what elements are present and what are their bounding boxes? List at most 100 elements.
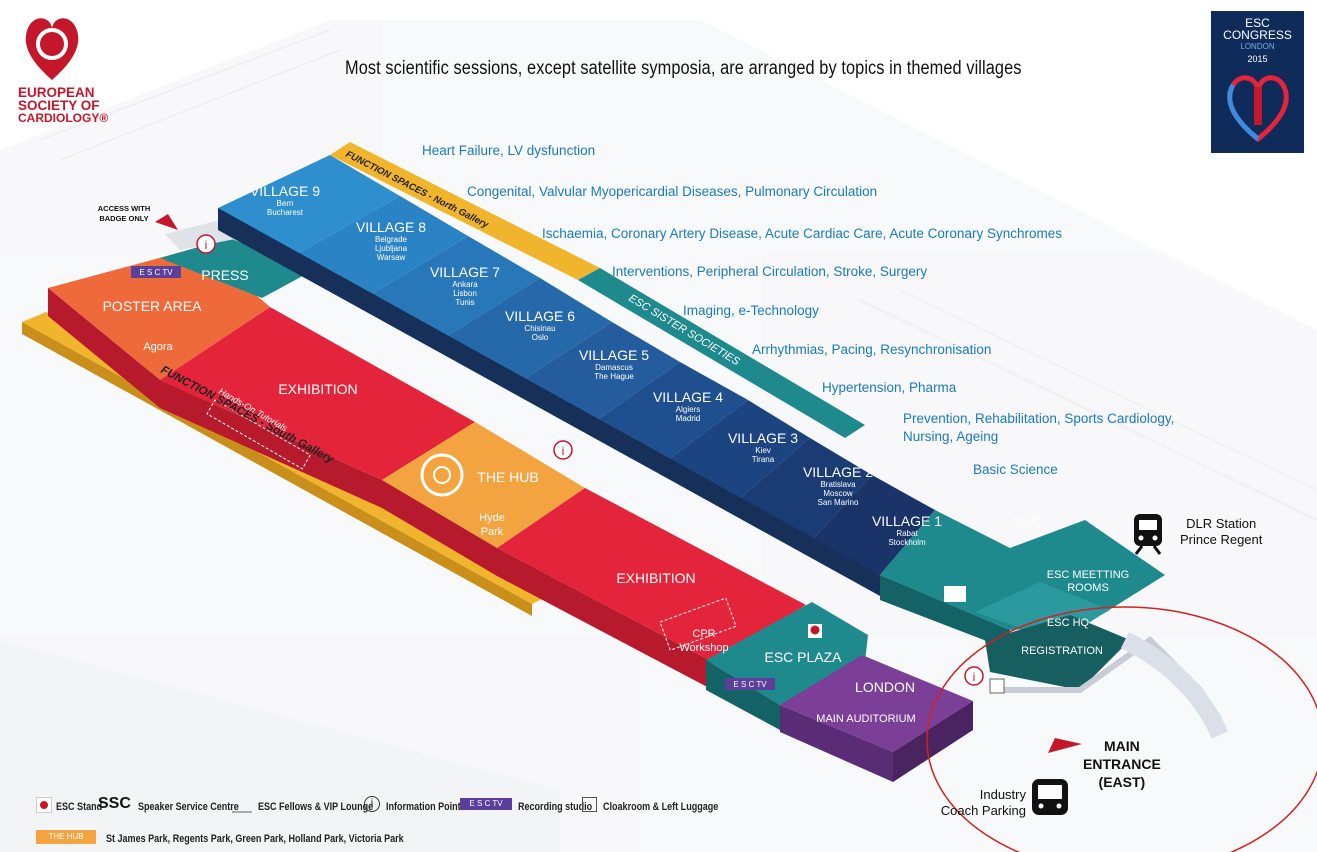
topic-9: Nursing, Ageing [903,429,999,444]
topic-10: Basic Science [973,462,1058,477]
village-city: Ljubljana [374,244,408,253]
svg-text:E S C TV: E S C TV [733,680,767,689]
esc-tv-icon: E S C TV [725,678,775,690]
congress-badge: ESC CONGRESS LONDON 2015 [1211,11,1304,153]
village-name: VILLAGE 5 [578,347,650,363]
legend-hub-badge: THE HUB [36,830,96,844]
bus-icon [1032,779,1068,815]
cloakroom-icon [989,678,1005,694]
exhibition-2-block[interactable] [497,488,806,662]
badge-line-4: 2015 [1247,54,1268,64]
legend-esc-stand-icon [36,797,52,813]
esc-logo-text: EUROPEAN SOCIETY OF CARDIOLOGY® [18,86,108,125]
agora-label: Agora [143,341,173,353]
cpr-label: CPR [692,628,715,640]
exhibition-2-label: EXHIBITION [616,570,695,586]
topic-4: Interventions, Peripheral Circulation, S… [612,264,928,279]
main-auditorium-label: MAIN AUDITORIUM [816,713,915,725]
village-8-label: VILLAGE 8 Belgrade Ljubljana Warsaw [346,219,436,262]
village-1-label: VILLAGE 1 Rabat Stockholm [862,513,952,547]
village-city: Warsaw [376,253,406,262]
press-block[interactable] [160,238,310,298]
badge-line-3: LONDON [1240,42,1275,51]
village-2-label: VILLAGE 2 Bratislava Moscow San Marino [793,464,883,507]
village-name: VILLAGE 8 [355,219,427,235]
legend-ssc-text: Speaker Service Centre [138,801,239,813]
park-label: Park [481,526,504,538]
village-city: Chisinau [524,324,556,333]
info-point-icon[interactable]: i [196,234,216,254]
village-city: Bern [276,199,294,208]
access-arrow-icon [155,214,178,230]
info-point-icon[interactable]: i [964,666,984,686]
village-city: Ankara [452,280,478,289]
village-9-block[interactable] [218,155,400,258]
village-city: The Hague [594,372,634,381]
poster-area-block[interactable] [48,247,270,380]
fellows-lounge-icon [944,586,966,602]
badge-line-2: CONGRESS [1223,28,1292,42]
village-4-label: VILLAGE 4 Algiers Madrid [643,389,733,423]
legend-info-icon: i [364,796,380,812]
industry-line-1: Industry [979,787,1026,802]
village-city: Bucharest [266,208,304,217]
village-7-label: VILLAGE 7 Ankara Lisbon Tunis [420,264,510,307]
esc-heart-logo-icon [25,18,79,80]
badge-line-1: ESC [1245,16,1270,30]
legend-hub-parks: St James Park, Regents Park, Green Park,… [106,833,404,845]
main-entrance-label: MAIN ENTRANCE (EAST) [1083,737,1161,791]
ssc-label: SSC [1013,513,1042,529]
big-ben-heart-icon [1226,75,1289,143]
london-block[interactable] [780,655,973,752]
info-point-icon[interactable]: i [553,440,573,460]
village-name: VILLAGE 9 [249,183,321,199]
press-label: PRESS [201,267,248,283]
london-label: LONDON [855,679,915,695]
village-2-block[interactable] [738,438,872,540]
topic-1: Heart Failure, LV dysfunction [422,143,596,158]
svg-text:i: i [562,444,565,458]
village-city: Damascus [595,363,633,372]
exhibition-1-label: EXHIBITION [278,381,357,397]
industry-line-2: Coach Parking [940,803,1026,818]
village-name: VILLAGE 7 [429,264,501,280]
logo-line-3: CARDIOLOGY® [18,111,109,125]
hub-icon [420,453,464,497]
the-hub-block[interactable] [382,422,585,548]
village-name: VILLAGE 4 [652,389,724,405]
legend-info-point: Information Point [386,801,461,813]
topic-2: Congenital, Valvular Myopericardial Dise… [467,184,878,199]
village-name: VILLAGE 1 [871,513,943,529]
north-gallery-strip[interactable] [330,142,600,280]
topic-8: Prevention, Rehabilitation, Sports Cardi… [903,411,1175,426]
main-entrance-line-2: ENTRANCE [1083,756,1161,772]
poster-area-label: POSTER AREA [103,298,202,314]
dlr-station-label: DLR Station Prince Regent [1180,516,1262,548]
topic-6: Arrhythmias, Pacing, Resynchronisation [752,342,992,357]
logo-line-2: SOCIETY OF [18,98,100,113]
registration-block[interactable] [985,615,1130,690]
main-entrance-line-1: MAIN [1104,738,1140,754]
coach-parking-label: Industry Coach Parking [918,787,1026,819]
village-3-block[interactable] [664,400,810,500]
village-city: Belgrade [374,235,408,244]
esc-hq-label: ESC HQ [1047,617,1090,629]
hub-label: THE HUB [477,469,538,485]
exhibition-1-block[interactable] [160,307,475,480]
svg-text:i: i [973,670,976,684]
legend-cloakroom: Cloakroom & Left Luggage [603,801,719,813]
village-city: Stockholm [888,538,926,547]
village-city: Lisbon [453,289,477,298]
village-1-block[interactable] [812,475,935,575]
hyde-label: Hyde [479,512,505,524]
village-city: Madrid [675,414,701,423]
village-name: VILLAGE 2 [802,464,874,480]
village-name: VILLAGE 3 [727,430,799,446]
svg-text:i: i [205,238,208,252]
village-name: VILLAGE 6 [504,308,576,324]
sister-societies-strip[interactable] [578,268,865,438]
village-city: Bratislava [820,480,856,489]
topic-3: Ischaemia, Coronary Artery Disease, Acut… [542,226,1062,241]
